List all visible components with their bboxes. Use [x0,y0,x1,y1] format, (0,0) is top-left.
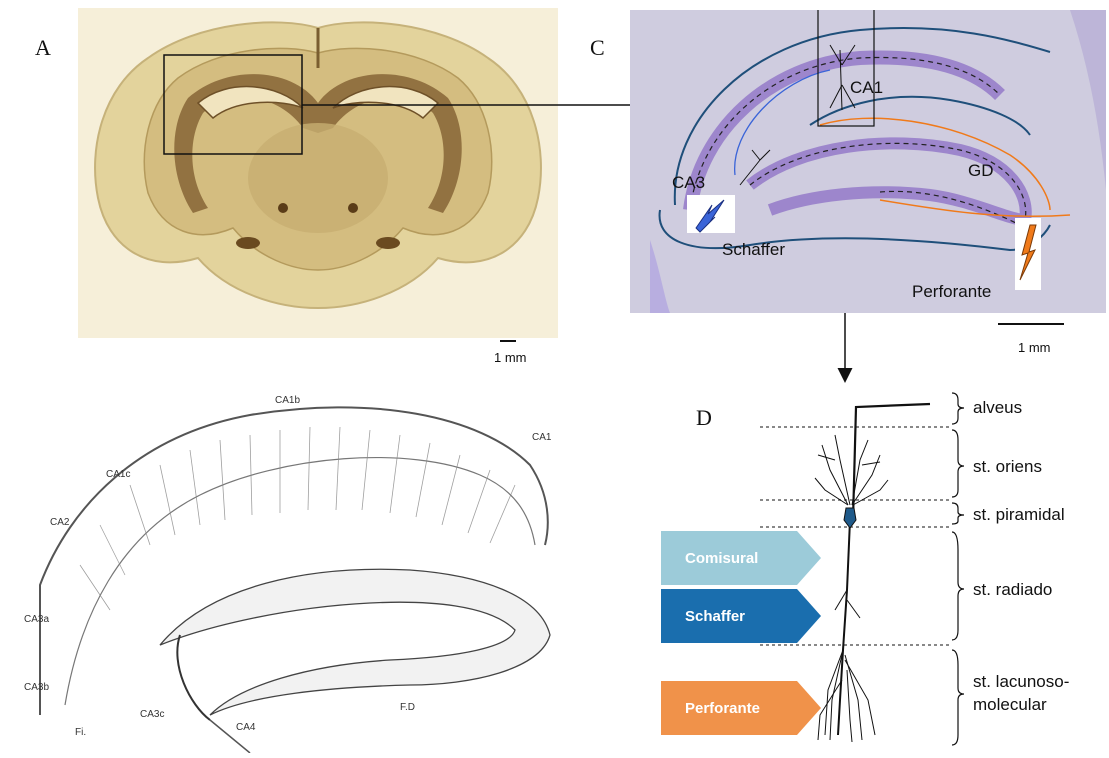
layer-piramidal: st. piramidal [973,505,1065,525]
panel-c-letter: C [590,35,605,61]
label-ca1b: CA1b [275,395,300,406]
label-ca1: CA1 [850,78,883,97]
label-ca2: CA2 [50,517,70,528]
panel-a-letter: A [35,35,51,61]
label-schaffer: Schaffer [722,240,785,259]
layer-oriens: st. oriens [973,457,1042,477]
label-ca1: CA1 [532,432,552,443]
layer-braces [952,393,964,745]
label-gd: GD [968,161,994,180]
neuron-soma [844,508,856,528]
schaffer-electrode-icon [687,195,735,233]
label-ca4: CA4 [236,722,256,733]
panel-b-cajal-drawing: CA1b CA1 CA1c CA2 CA3a CA3b CA3c CA4 F.D… [10,385,555,753]
layer-radiado: st. radiado [973,580,1052,600]
layer-lacunoso-line1: st. lacunoso- [973,672,1069,692]
panel-c-hippocampus-stain: CA1 CA3 GD Schaffer Perforante [630,10,1106,313]
panel-c-scale-bar [998,323,1064,325]
label-fi: Fi. [75,727,86,738]
nissl-stained-hippocampus-image: CA1 CA3 GD Schaffer Perforante [630,10,1106,313]
label-ca3a: CA3a [24,614,49,625]
panel-a-scale-label: 1 mm [494,350,527,365]
label-ca3b: CA3b [24,682,49,693]
panel-c-scale-label: 1 mm [1018,340,1051,355]
label-ca1c: CA1c [106,469,130,480]
label-perforante: Perforante [912,282,991,301]
hippocampus-drawing-image: CA1b CA1 CA1c CA2 CA3a CA3b CA3c CA4 F.D… [10,385,555,753]
perforante-input-arrow: Perforante [661,681,821,735]
layer-lacunoso-line2: molecular [973,695,1047,715]
label-ca3: CA3 [672,173,705,192]
panel-a-scale-bar [500,340,516,342]
comisural-input-arrow: Comisural [661,531,821,585]
panel-a-brain-section [78,8,558,338]
schaffer-input-arrow: Schaffer [661,589,821,643]
panel-d-letter: D [696,405,712,431]
perforante-electrode-icon [1015,218,1041,290]
coronal-brain-section-image [78,8,558,338]
layer-alveus: alveus [973,398,1022,418]
label-ca3c: CA3c [140,709,164,720]
pyramidal-neuron [815,404,930,742]
label-fd: F.D [400,702,415,713]
